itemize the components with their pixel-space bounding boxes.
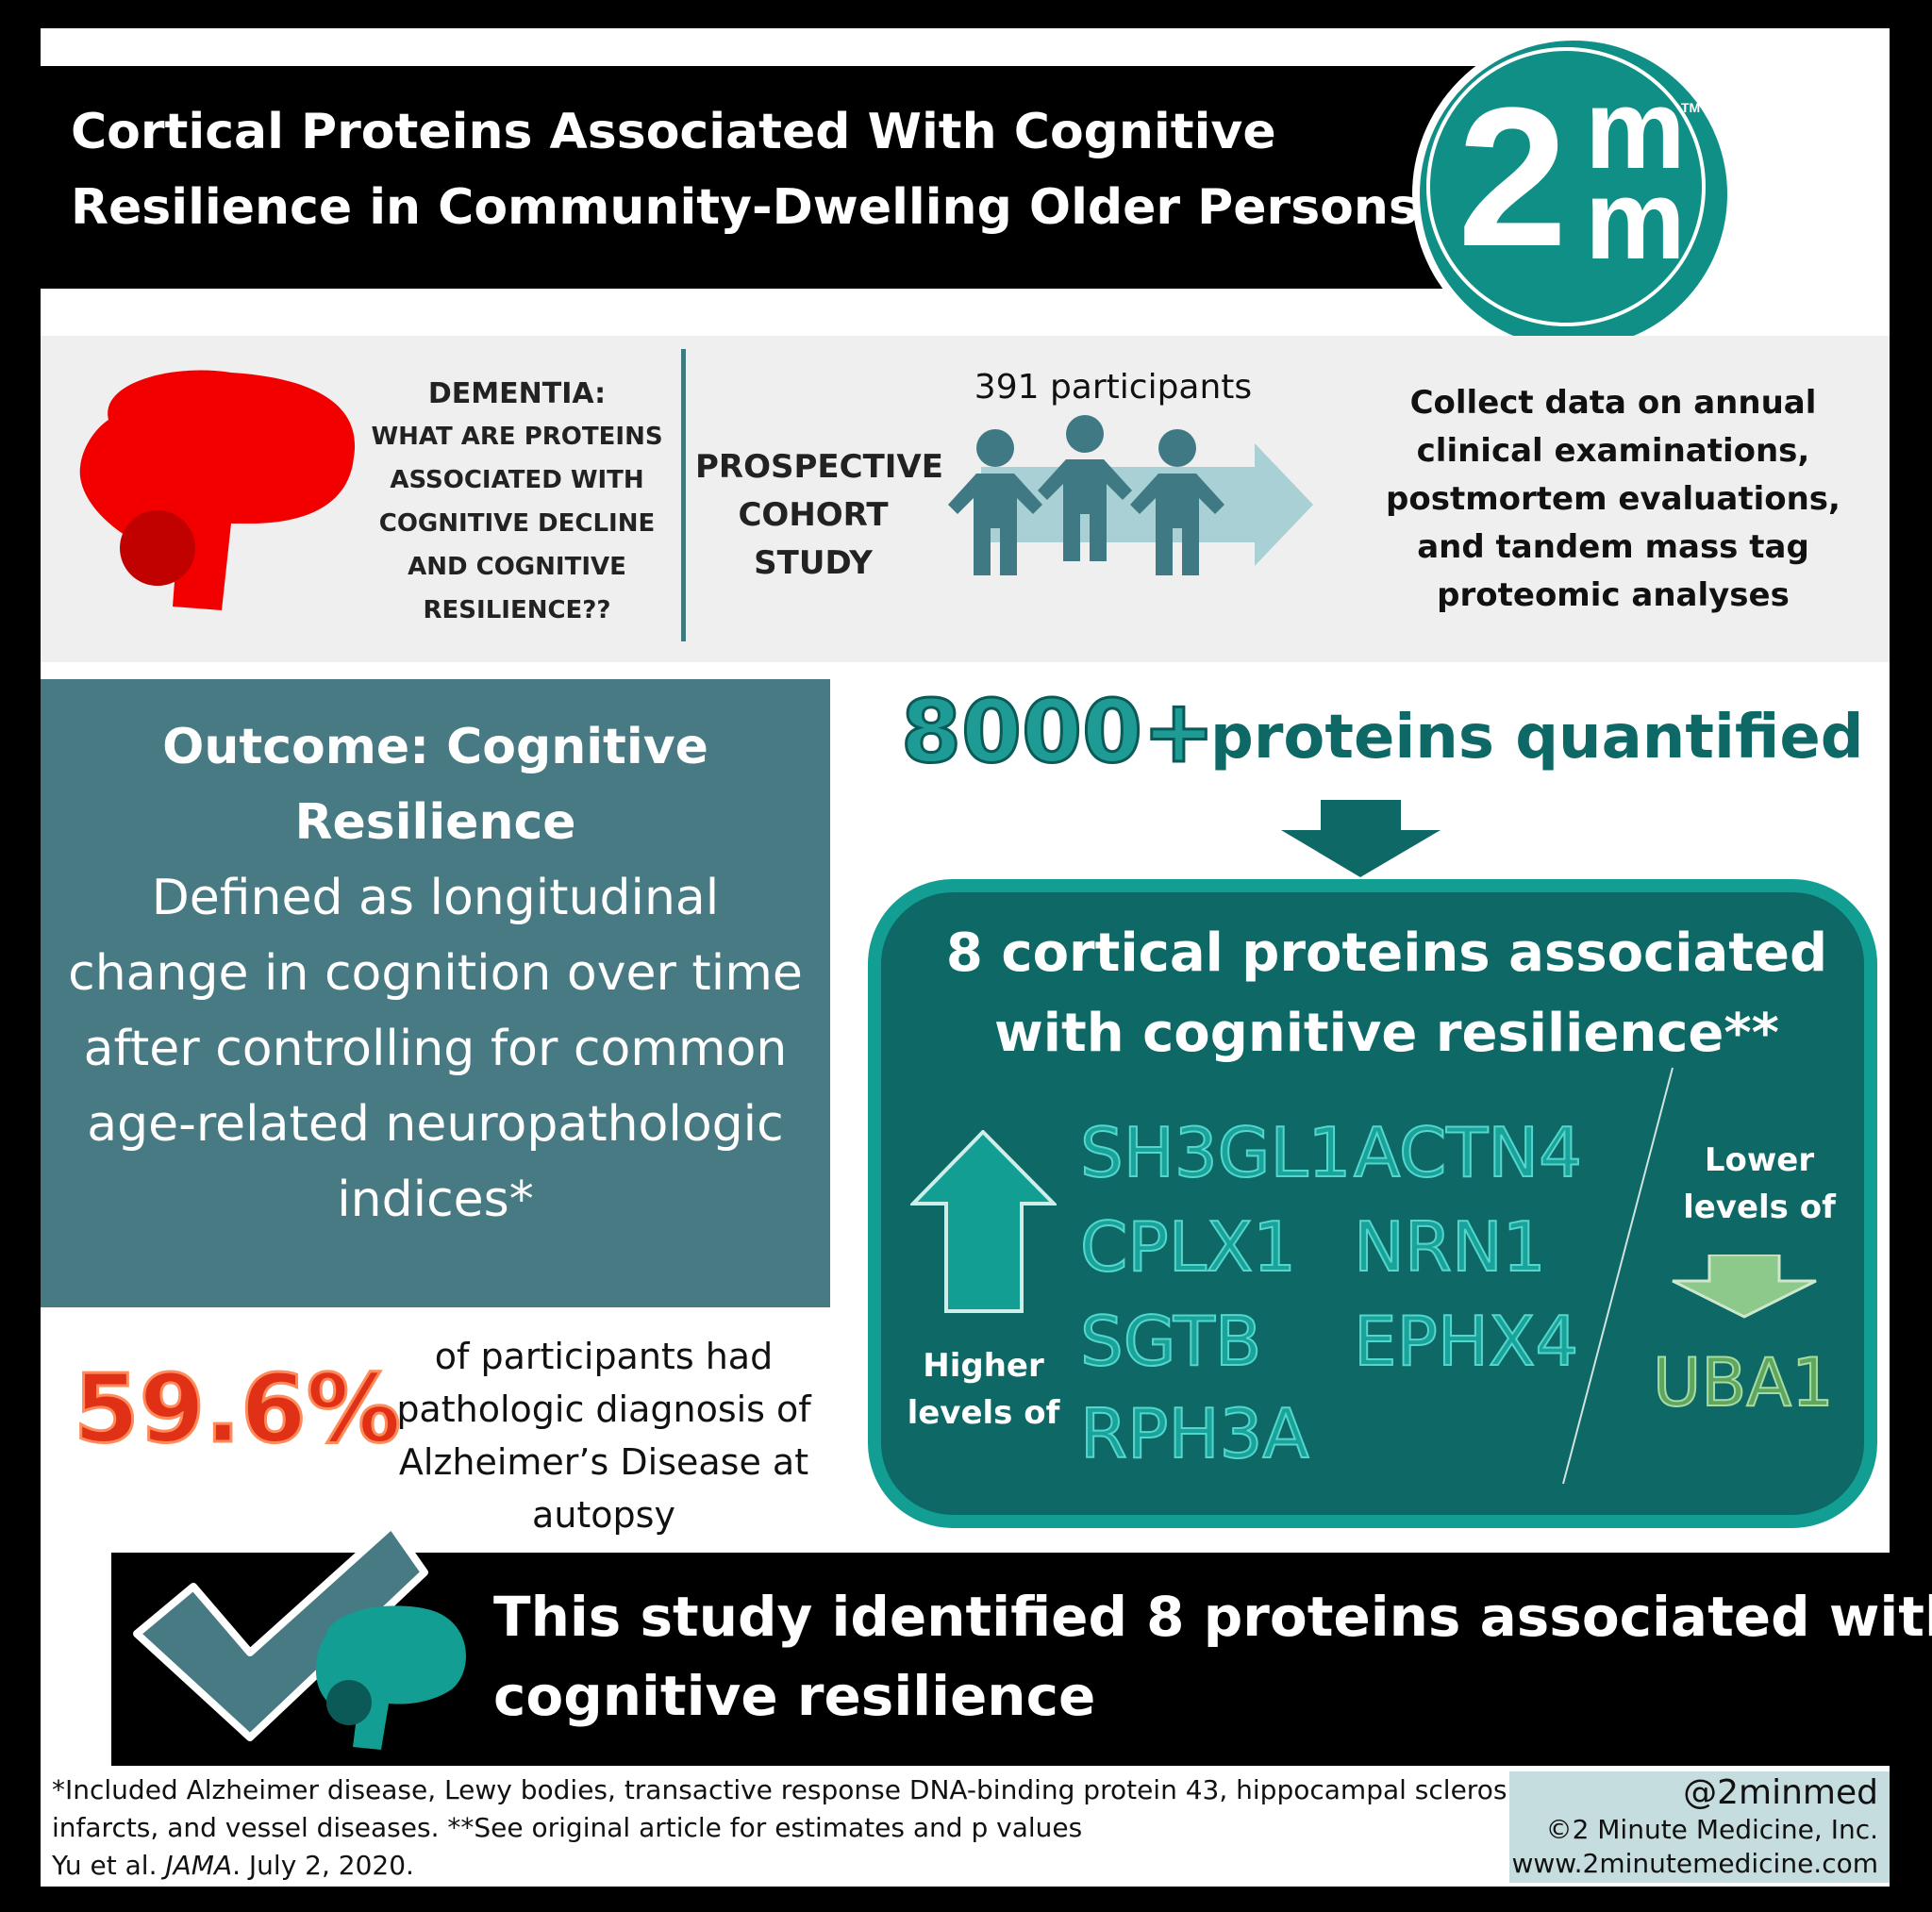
protein-higher: ACTN4	[1353, 1112, 1583, 1193]
stat-description-line: Alzheimer’s Disease at	[398, 1441, 809, 1483]
up-arrow-icon	[910, 1130, 1057, 1313]
protein-higher: SH3GL1	[1079, 1112, 1352, 1193]
credit-box: @2minmed ©2 Minute Medicine, Inc. www.2m…	[1509, 1771, 1890, 1883]
data-collection-line: and tandem mass tag	[1417, 528, 1809, 566]
logo-m-top: m	[1585, 66, 1686, 192]
higher-levels-label: levels of	[907, 1394, 1060, 1432]
logo-trademark: TM	[1681, 100, 1701, 115]
participants-count: 391 participants	[974, 368, 1253, 407]
question-line: associated with	[390, 466, 644, 494]
outcome-definition-line: indices*	[337, 1172, 534, 1228]
proteins-heading-line: 8 cortical proteins associated	[945, 923, 1828, 984]
cortical-proteins-box	[868, 879, 1877, 1528]
outcome-heading-line: Resilience	[294, 794, 576, 851]
copyright: ©2 Minute Medicine, Inc.	[1545, 1814, 1878, 1845]
protein-higher: CPLX1	[1079, 1206, 1297, 1288]
outcome-definition-line: after controlling for common	[83, 1021, 788, 1077]
citation-journal: JAMA	[165, 1850, 233, 1881]
title-line-2: Resilience in Community-Dwelling Older P…	[71, 179, 1418, 236]
divider-line	[1562, 1067, 1674, 1485]
dementia-label: DEMENTIA:	[427, 377, 607, 410]
brain-icon	[316, 1605, 466, 1750]
question-line: resilience??	[423, 596, 611, 624]
conclusion-line: cognitive resilience	[493, 1664, 1096, 1728]
stat-description-line: of participants had	[434, 1336, 774, 1377]
study-design-line: PROSPECTIVE	[695, 448, 943, 486]
proteins-quantified-number: 8000+	[899, 680, 1216, 784]
down-arrow-icon	[1672, 1255, 1817, 1319]
brain-icon	[79, 370, 356, 610]
alzheimers-percentage: 59.6%	[73, 1353, 403, 1466]
website-link[interactable]: www.2minutemedicine.com	[1511, 1848, 1879, 1879]
title-bar: Cortical Proteins Associated With Cognit…	[41, 66, 1541, 289]
citation: Yu et al. JAMA. July 2, 2020.	[52, 1847, 414, 1885]
panel-divider	[681, 349, 686, 641]
study-design-line: COHORT	[738, 496, 889, 534]
data-collection-line: proteomic analyses	[1437, 576, 1790, 614]
stat-description-line: autopsy	[532, 1494, 675, 1536]
twitter-handle[interactable]: @2minmed	[1683, 1773, 1878, 1812]
outcome-definition-line: change in cognition over time	[68, 945, 803, 1002]
outcome-box: Outcome: Cognitive Resilience Defined as…	[41, 679, 830, 1307]
participants-icon	[948, 415, 1313, 575]
data-collection-line: clinical examinations,	[1416, 432, 1810, 470]
footnote-line: infarcts, and vessel diseases. **See ori…	[52, 1812, 1083, 1843]
citation-date: . July 2, 2020.	[232, 1850, 414, 1881]
question-line: What are proteins	[371, 423, 663, 451]
footnote-line: *Included Alzheimer disease, Lewy bodies…	[52, 1774, 1537, 1805]
protein-lower: UBA1	[1652, 1343, 1835, 1422]
protein-higher: NRN1	[1353, 1206, 1547, 1288]
lower-levels-label: Lower	[1704, 1141, 1815, 1179]
higher-levels-label: Higher	[923, 1347, 1044, 1385]
title-line-1: Cortical Proteins Associated With Cognit…	[71, 104, 1276, 160]
protein-higher: SGTB	[1079, 1301, 1262, 1382]
outcome-definition-line: age-related neuropathologic	[87, 1096, 784, 1153]
logo-digit: 2	[1457, 66, 1568, 288]
stat-description-line: pathologic diagnosis of	[396, 1388, 811, 1430]
protein-higher: EPHX4	[1353, 1301, 1579, 1382]
logo-m-bottom: m	[1585, 157, 1686, 283]
data-collection-line: Collect data on annual	[1409, 384, 1817, 422]
proteins-quantified-label: proteins quantified	[1210, 703, 1864, 773]
question-line: and cognitive	[408, 553, 626, 581]
down-arrow-icon	[1281, 800, 1441, 877]
protein-higher: RPH3A	[1079, 1393, 1310, 1474]
citation-authors: Yu et al.	[52, 1850, 166, 1881]
proteins-heading-line: with cognitive resilience**	[994, 1003, 1779, 1064]
logo-ring	[1426, 47, 1706, 326]
outcome-heading-line: Outcome: Cognitive	[162, 719, 708, 775]
outcome-definition-line: Defined as longitudinal	[151, 870, 720, 926]
checkmark-icon	[133, 1521, 428, 1741]
conclusion-line: This study identified 8 proteins associa…	[493, 1585, 1932, 1649]
question-line: cognitive decline	[378, 509, 656, 538]
study-design-line: STUDY	[754, 544, 873, 582]
data-collection-line: postmortem evaluations,	[1386, 480, 1840, 518]
lower-levels-label: levels of	[1683, 1189, 1836, 1226]
